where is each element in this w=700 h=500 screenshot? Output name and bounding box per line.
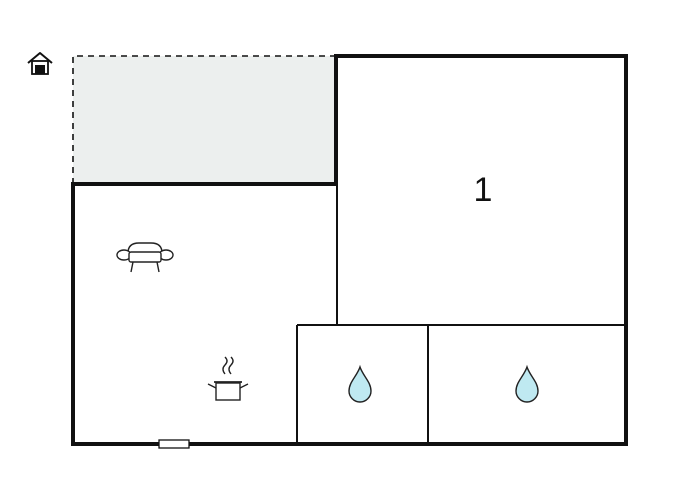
terrace-fill [73, 56, 336, 184]
cooking-pot-icon [207, 356, 249, 401]
sofa-icon [116, 242, 174, 273]
house-entrance-icon [27, 52, 53, 75]
entrance-door [158, 439, 190, 449]
interior-walls [296, 184, 626, 444]
water-drop-icon [348, 364, 372, 403]
bedroom-number-label: 1 [474, 171, 493, 209]
terrace-area [72, 55, 336, 184]
water-drop-icon [515, 364, 539, 403]
